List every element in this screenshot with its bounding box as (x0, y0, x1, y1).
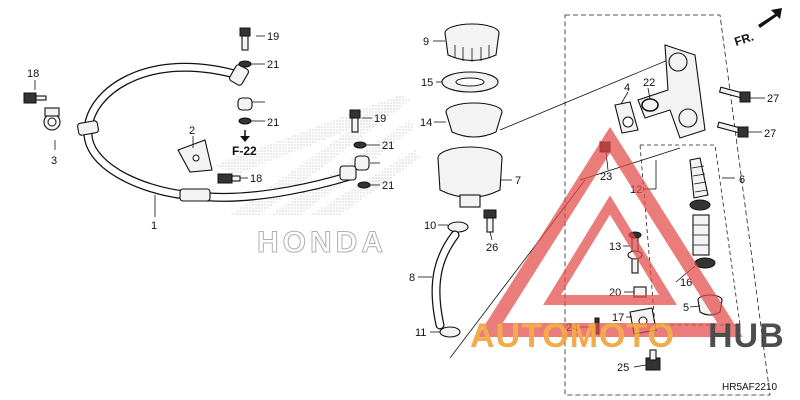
hose-bracket (177, 139, 213, 173)
hose-clip-upper (447, 221, 469, 233)
bolt-27-lower (716, 121, 749, 138)
callout-9: 9 (423, 36, 429, 48)
callout-7: 7 (515, 175, 521, 187)
callout-21-d: 21 (382, 180, 394, 192)
callout-23: 23 (600, 171, 612, 183)
master-cylinder-body (637, 44, 706, 139)
callout-19-middle: 19 (374, 113, 386, 125)
callout-17: 17 (612, 312, 624, 324)
watermark-text-hub: HUB (708, 317, 785, 355)
callout-6: 6 (739, 174, 745, 186)
watermark-text-main: AUTOMOTO (470, 317, 675, 355)
reservoir-diaphragm (445, 102, 503, 138)
honda-brand-text: HONDA (257, 226, 387, 259)
bolt-27-upper (718, 86, 751, 103)
bolt-18-bracket (217, 173, 241, 184)
callout-18-left: 18 (27, 68, 39, 80)
front-direction-label: FR. (733, 30, 756, 49)
callout-1: 1 (151, 220, 157, 232)
callout-5: 5 (683, 302, 689, 314)
reservoir-tank (437, 146, 503, 208)
callout-21-b: 21 (267, 117, 279, 129)
watermark: AUTOMOTO HUB (470, 126, 785, 355)
callout-10: 10 (424, 220, 436, 232)
callout-4: 4 (624, 82, 630, 94)
callout-21-a: 21 (267, 59, 279, 71)
callout-2: 2 (189, 125, 195, 137)
screw-26 (483, 209, 497, 233)
callout-22: 22 (643, 77, 655, 89)
bolt-18-left (23, 92, 47, 104)
reservoir-hose (431, 230, 460, 330)
front-arrow-icon (758, 8, 782, 28)
hose-clip-lower (439, 326, 461, 338)
ref-arrow-icon (240, 130, 250, 142)
callout-8: 8 (409, 272, 415, 284)
callout-27-lower: 27 (764, 128, 776, 140)
callout-19-upper: 19 (267, 31, 279, 43)
callout-27-upper: 27 (767, 93, 779, 105)
callout-3: 3 (51, 155, 57, 167)
callout-25: 25 (617, 362, 629, 374)
hose-clamp (43, 107, 61, 131)
banjo-bolt-middle (349, 109, 371, 189)
leader-lines (34, 35, 765, 368)
piston-spring (689, 157, 711, 256)
callout-14: 14 (420, 117, 432, 129)
callout-11: 11 (415, 327, 426, 339)
callout-15: 15 (421, 77, 433, 89)
joint-4 (614, 101, 639, 134)
ref-label: F-22 (232, 144, 257, 158)
callout-18-bracket: 18 (250, 173, 262, 185)
callout-16: 16 (680, 277, 692, 289)
reservoir-plate (441, 71, 499, 93)
bolt-25 (645, 349, 661, 371)
brake-hose (77, 62, 357, 202)
callout-26: 26 (486, 242, 498, 254)
reservoir-cap (444, 23, 500, 62)
callout-21-c: 21 (382, 140, 394, 152)
watermark-triangle-icon (477, 126, 743, 337)
diagram-code: HR5AF2210 (722, 382, 777, 393)
callout-13: 13 (609, 241, 621, 253)
